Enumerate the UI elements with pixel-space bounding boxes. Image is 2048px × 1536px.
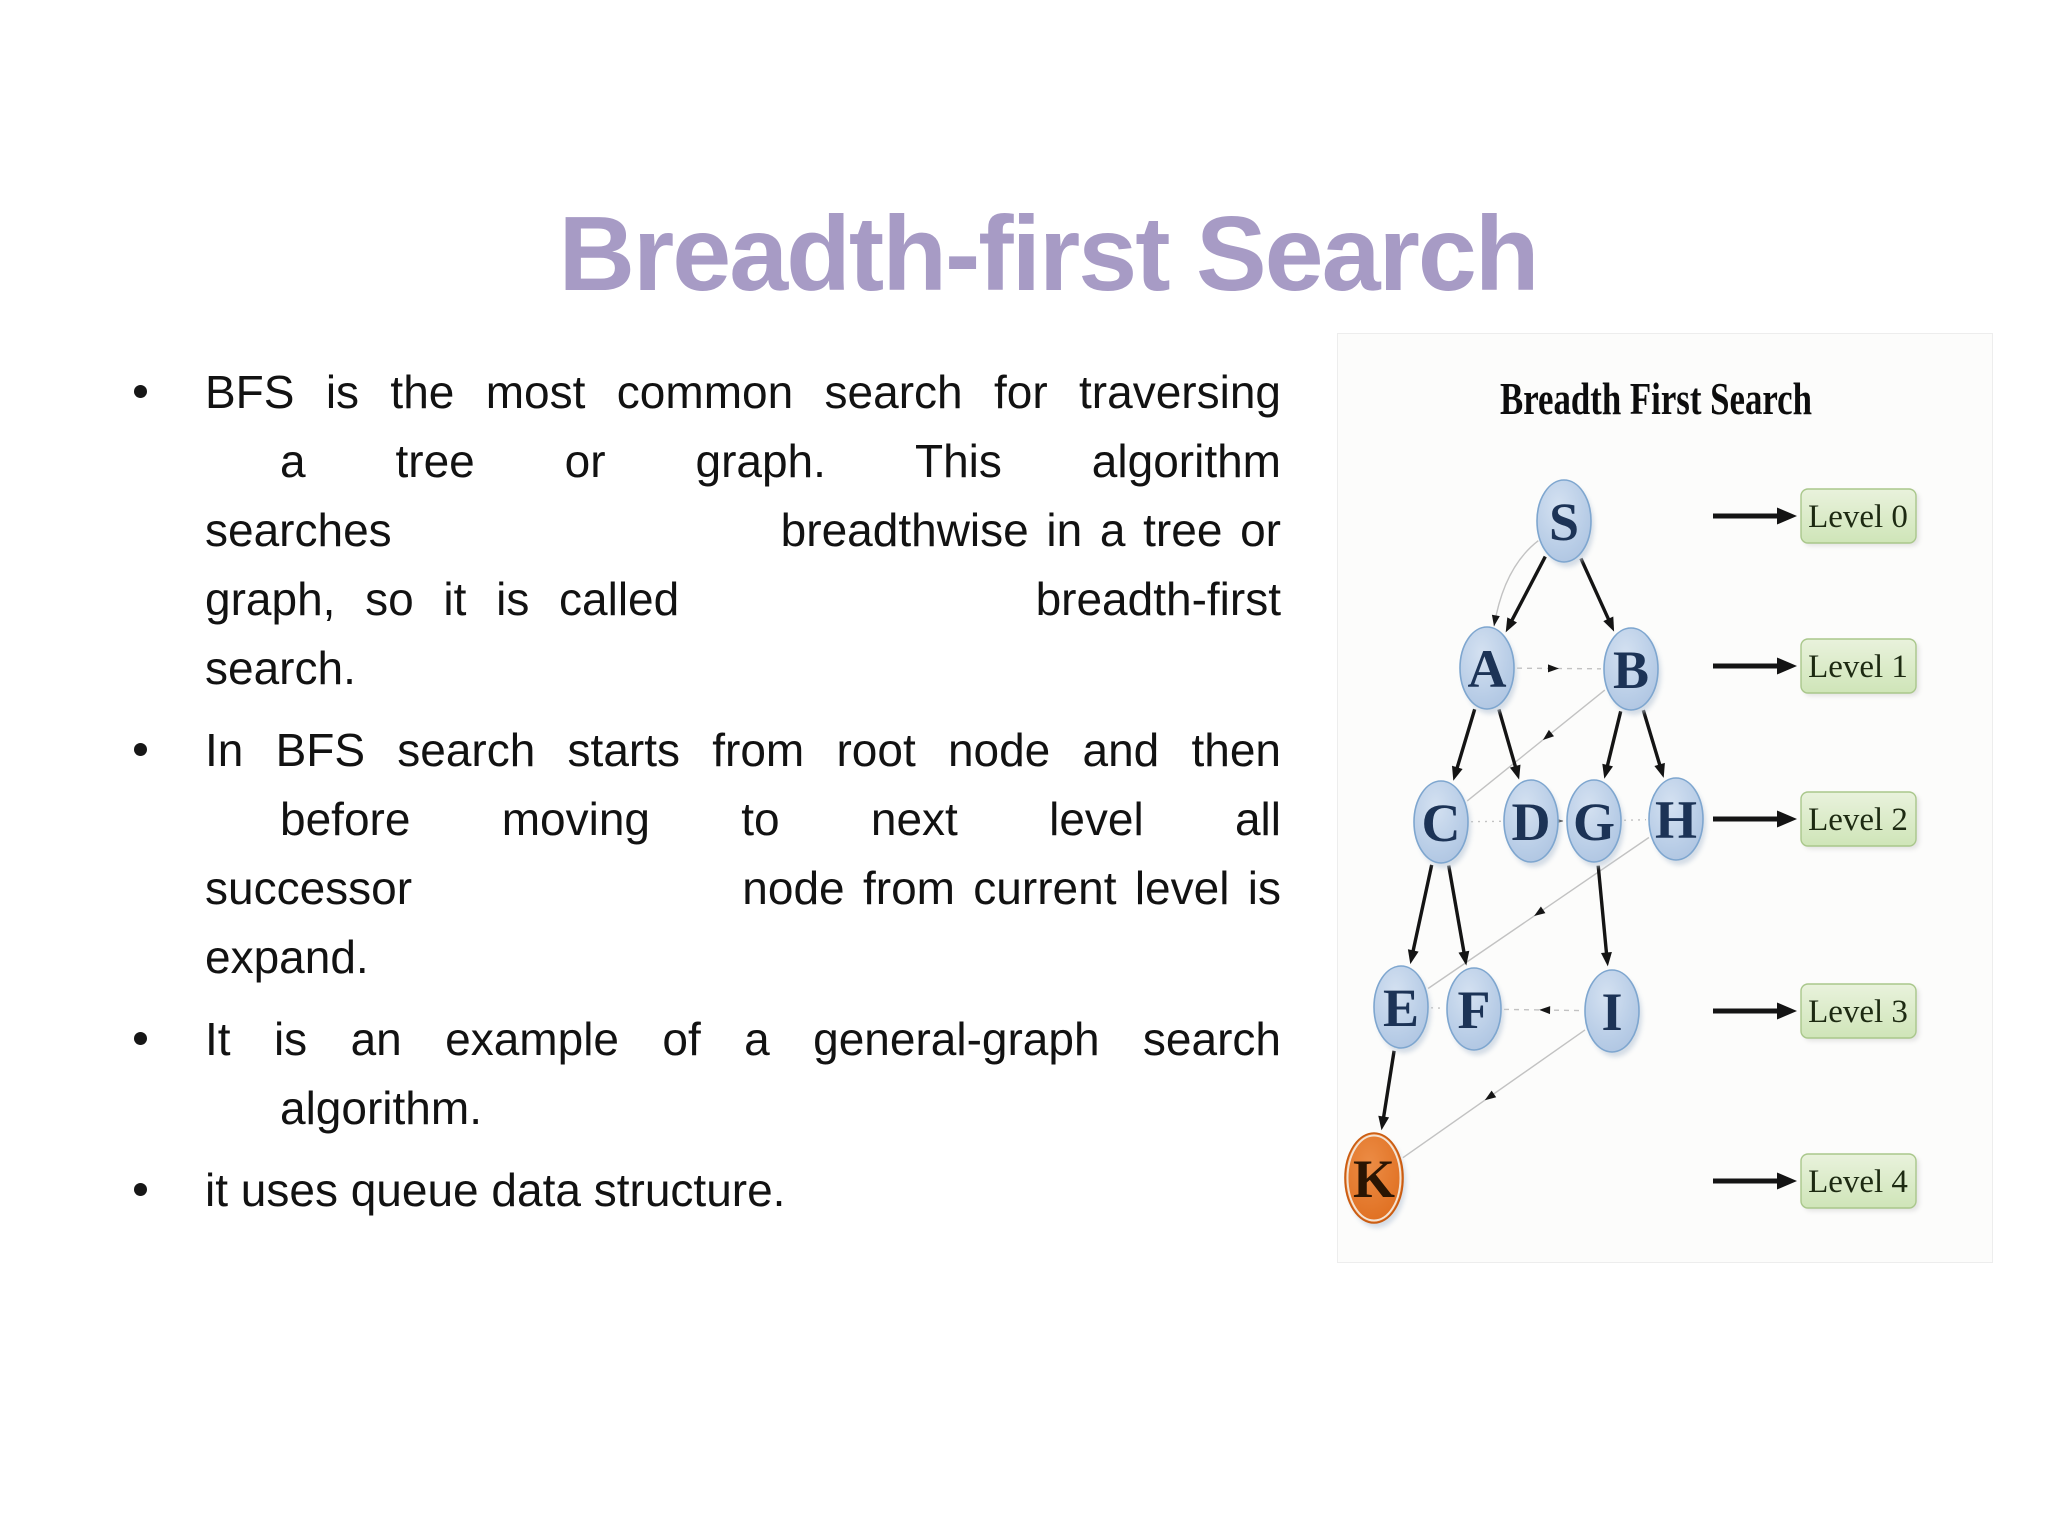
bullet-item: In BFS search starts from root node and … — [132, 716, 1281, 992]
node-circle-F — [1446, 967, 1502, 1051]
node-circle-A — [1459, 626, 1515, 710]
bullet-item: It is an example of a general-graph sear… — [132, 1005, 1281, 1143]
level-arrowhead — [1777, 1002, 1797, 1020]
order-arrowhead — [1539, 1006, 1551, 1015]
level-label: Level 4 — [1808, 1164, 1908, 1200]
bullet-item: BFS is the most common search for traver… — [132, 358, 1281, 703]
level-box — [1800, 983, 1917, 1039]
node-label-E: E — [1383, 978, 1419, 1038]
node-circle-D — [1503, 779, 1559, 863]
level-label: Level 0 — [1808, 499, 1908, 535]
tree-edge-B-H — [1641, 709, 1662, 767]
tree-edge-arrowhead — [1407, 949, 1419, 965]
bullet-list: BFS is the most common search for traver… — [132, 358, 1281, 1238]
order-edge-S-A — [1493, 540, 1539, 627]
level-box — [1800, 1153, 1917, 1209]
level-label: Level 1 — [1808, 649, 1908, 685]
bullet-line: In BFS search starts from root node and … — [205, 724, 1281, 776]
node-label-S: S — [1549, 492, 1579, 552]
bullet-dot — [134, 743, 147, 756]
level-box — [1800, 638, 1917, 694]
level-box — [1800, 488, 1917, 544]
node-circle-H — [1648, 777, 1704, 861]
tree-edge-arrowhead — [1505, 617, 1517, 633]
bullet-line: graph, so it is called breadth-first — [205, 573, 1281, 625]
tree-edge-arrowhead — [1452, 765, 1463, 781]
tree-edge-arrowhead — [1601, 952, 1612, 967]
tree-edge-arrowhead — [1509, 764, 1521, 780]
node-label-D: D — [1512, 792, 1551, 852]
level-arrowhead — [1777, 507, 1797, 525]
tree-edge-E-K — [1381, 1050, 1396, 1119]
order-edge-F-I — [1503, 1008, 1583, 1012]
bullet-item: it uses queue data structure. — [132, 1156, 1281, 1225]
order-edge-G-H — [1623, 819, 1647, 821]
tree-edge-arrowhead — [1602, 763, 1613, 779]
tree-edge-arrowhead — [1603, 616, 1615, 632]
bullet-line: searches breadthwise in a tree or — [205, 504, 1281, 556]
tree-edge-A-C — [1455, 708, 1477, 770]
node-ring-K — [1346, 1134, 1402, 1222]
order-edge-I-K — [1402, 1029, 1586, 1159]
order-edge-B-C — [1466, 689, 1606, 802]
bullet-line: BFS is the most common search for traver… — [205, 366, 1281, 418]
bullet-dot — [134, 385, 147, 398]
diagram-heading: Breadth First Search — [1500, 373, 1812, 424]
level-box — [1800, 791, 1917, 847]
node-circle-S — [1536, 479, 1592, 563]
order-arrowhead — [1548, 664, 1559, 673]
tree-edges — [1378, 555, 1665, 1131]
tree-edge-G-I — [1596, 865, 1609, 955]
node-circle-G — [1566, 779, 1622, 863]
node-circle-K — [1344, 1132, 1404, 1224]
tree-edge-A-D — [1497, 708, 1518, 769]
node-circle-B — [1603, 627, 1659, 711]
level-label: Level 2 — [1808, 802, 1908, 838]
bullet-line: a tree or graph. This algorithm — [280, 435, 1281, 487]
level-arrowhead — [1777, 810, 1797, 828]
node-circle-C — [1413, 780, 1469, 864]
tree-edge-S-B — [1579, 557, 1611, 622]
tree-edge-arrowhead — [1654, 762, 1665, 778]
node-circle-E — [1373, 965, 1429, 1049]
level-arrowhead — [1777, 657, 1797, 675]
node-label-C: C — [1422, 793, 1461, 853]
tree-edge-C-E — [1411, 864, 1434, 953]
traversal-order-edges — [1402, 540, 1650, 1159]
tree-edge-arrowhead — [1378, 1115, 1390, 1131]
order-arrowhead — [1491, 614, 1500, 627]
slide-title: Breadth-first Search — [558, 195, 1539, 314]
node-label-G: G — [1573, 792, 1615, 852]
node-label-H: H — [1655, 790, 1697, 850]
tree-edge-S-A — [1509, 555, 1547, 623]
node-label-F: F — [1458, 980, 1491, 1040]
bullet-line: algorithm. — [280, 1082, 482, 1134]
bullet-line: successor node from current level is — [205, 862, 1281, 914]
bullet-line: It is an example of a general-graph sear… — [205, 1013, 1281, 1065]
level-arrowhead — [1777, 1172, 1797, 1190]
tree-edge-C-F — [1447, 865, 1466, 954]
bullet-line: search. — [205, 642, 356, 694]
node-label-B: B — [1613, 640, 1649, 700]
node-label-I: I — [1601, 982, 1622, 1042]
order-arrowhead — [1484, 1090, 1497, 1101]
order-arrowhead — [1542, 729, 1554, 740]
order-arrowhead — [1534, 906, 1546, 916]
bullet-dot — [134, 1032, 147, 1045]
bullet-line: expand. — [205, 931, 369, 983]
node-label-K: K — [1353, 1149, 1395, 1209]
bullet-line: it uses queue data structure. — [205, 1164, 786, 1216]
level-label: Level 3 — [1808, 994, 1908, 1030]
node-circle-I — [1584, 969, 1640, 1053]
bullet-dot — [134, 1183, 147, 1196]
tree-edge-arrowhead — [1458, 950, 1470, 966]
tree-edge-B-G — [1605, 710, 1623, 768]
node-label-A: A — [1468, 639, 1507, 699]
bullet-line: before moving to next level all — [280, 793, 1281, 845]
level-annotations: Level 0 Level 1 Level 2 Level 3 Level 4 — [1713, 488, 1919, 1211]
